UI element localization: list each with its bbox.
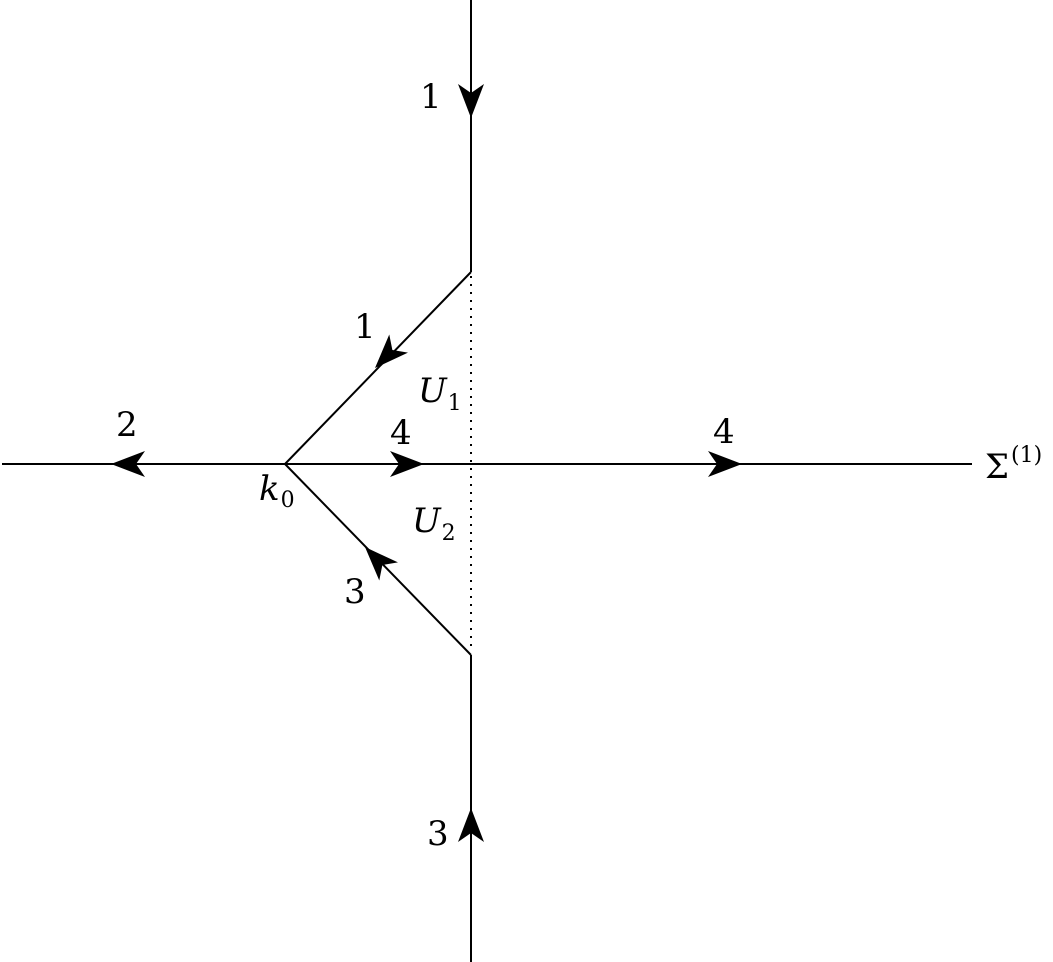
arrow-lower-diagonal [365,547,398,581]
point-k0-letter: k [259,469,280,509]
contour-name-letter: Σ [985,447,1009,487]
region-u2-subscript: 2 [442,521,456,546]
point-k0-subscript: 0 [281,488,295,513]
label-bottom-vertical: 3 [427,814,449,854]
arrow-left-ray [111,451,145,477]
arrow-up-bottom [458,808,484,842]
label-right-ray: 4 [713,412,735,452]
region-u1-label: U1 [418,371,462,416]
label-inner-segment: 4 [390,413,412,453]
arrow-down-top [458,84,484,118]
arrow-upper-diagonal [375,334,408,368]
label-top-vertical: 1 [420,77,442,117]
upper-diagonal-line [284,271,472,465]
region-u2-label: U2 [412,501,456,546]
point-k0-label: k0 [259,469,295,513]
region-u2-letter: U [412,501,442,541]
label-upper-diagonal: 1 [354,307,376,347]
label-lower-diagonal: 3 [344,572,366,612]
region-u1-letter: U [418,371,448,411]
arrow-inner-segment [390,451,424,477]
region-u1-subscript: 1 [448,391,462,416]
arrow-right-ray [708,451,742,477]
contour-name-label: Σ(1) [985,443,1042,487]
label-left-ray: 2 [116,405,138,445]
contour-name-superscript: (1) [1011,443,1042,468]
